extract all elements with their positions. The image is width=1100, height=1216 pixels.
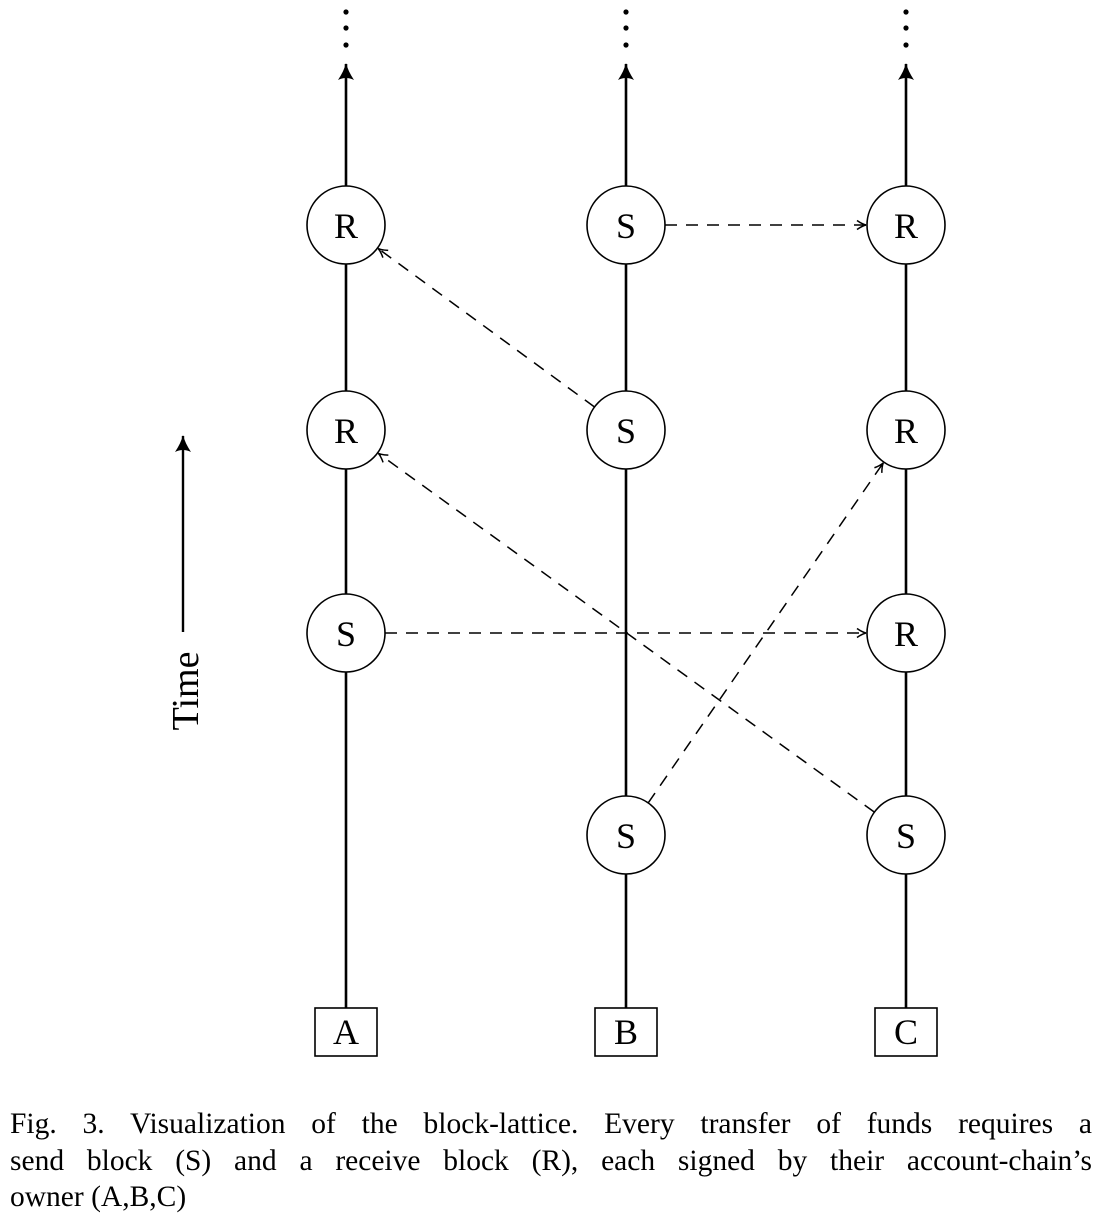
transfer-arrow [377, 247, 595, 408]
owner-label: C [894, 1012, 918, 1052]
caption-line: owner (A,B,C) [10, 1181, 187, 1213]
block-label: R [894, 206, 918, 246]
block-circle [866, 593, 946, 673]
block-label: S [896, 816, 916, 856]
receive-block: R [306, 390, 386, 470]
block-circle [866, 390, 946, 470]
block-label: R [894, 614, 918, 654]
block-circle [586, 390, 666, 470]
account-chain-c: C R R R S [866, 9, 946, 1057]
continuation-dot [903, 9, 909, 15]
block-label: S [336, 614, 356, 654]
continuation-dot [903, 42, 909, 48]
block-circle [306, 185, 386, 265]
block-label: R [894, 411, 918, 451]
time-label: Time [165, 652, 207, 731]
block-lattice-diagram: Time A R R S B S S S C R R R S [165, 9, 946, 1057]
send-block: S [586, 185, 666, 265]
owner-box [874, 1007, 938, 1057]
continuation-dot [623, 25, 629, 31]
transfer-arrow [377, 452, 875, 813]
account-chain-a: A R R S [306, 9, 386, 1057]
continuation-dot [623, 42, 629, 48]
block-label: S [616, 411, 636, 451]
receive-block: R [866, 593, 946, 673]
receive-block: R [306, 185, 386, 265]
send-block: S [306, 593, 386, 673]
caption-line: Fig. 3. Visualization of the block-latti… [10, 1108, 1092, 1140]
block-label: S [616, 206, 636, 246]
receive-block: R [866, 390, 946, 470]
continuation-dot [343, 42, 349, 48]
block-circle [306, 390, 386, 470]
transfer-arrow [647, 462, 884, 804]
receive-block: R [866, 185, 946, 265]
block-label: R [334, 206, 358, 246]
time-axis: Time [165, 435, 207, 731]
continuation-dot [343, 9, 349, 15]
block-label: R [334, 411, 358, 451]
block-circle [866, 795, 946, 875]
account-chain-b: B S S S [586, 9, 666, 1057]
caption-line: send block (S) and a receive block (R), … [10, 1144, 1092, 1177]
send-block: S [866, 795, 946, 875]
block-circle [586, 795, 666, 875]
continuation-dot [343, 25, 349, 31]
owner-box [314, 1007, 378, 1057]
figure-caption: Fig. 3. Visualization of the block-latti… [10, 1106, 1092, 1216]
send-block: S [586, 795, 666, 875]
owner-box [594, 1007, 658, 1057]
owner-label: A [333, 1012, 359, 1052]
continuation-dot [623, 9, 629, 15]
block-circle [866, 185, 946, 265]
send-block: S [586, 390, 666, 470]
continuation-dot [903, 25, 909, 31]
owner-label: B [614, 1012, 638, 1052]
block-label: S [616, 816, 636, 856]
